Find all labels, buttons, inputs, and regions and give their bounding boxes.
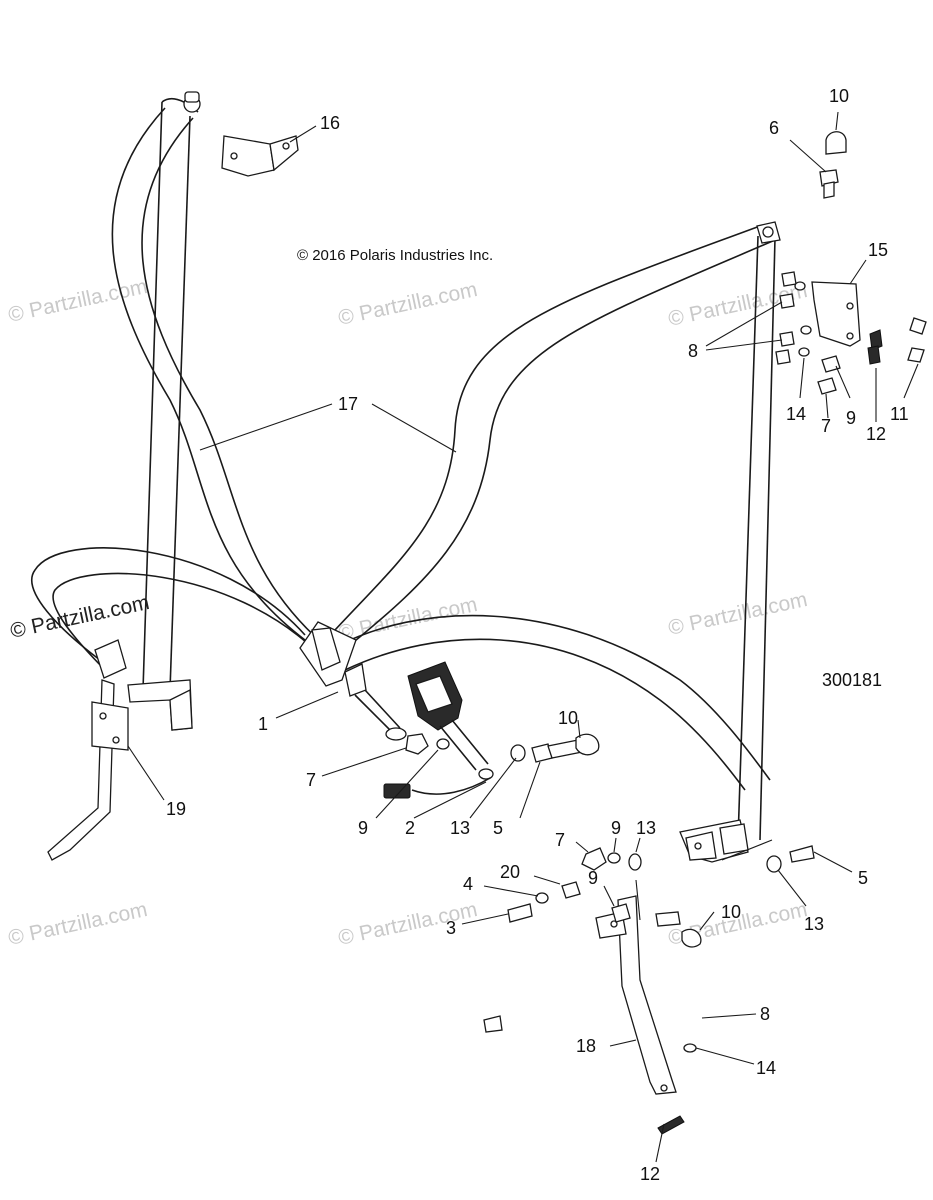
left-retractor (127, 679, 193, 731)
upper-right-hardware (819, 131, 847, 199)
callout-5: 5 (493, 818, 503, 838)
callout-10: 10 (721, 902, 741, 922)
callout-15: 15 (868, 240, 888, 260)
right-pillar-belt (737, 235, 776, 841)
reference-number: 300181 (822, 670, 882, 690)
right-shoulder-belt (334, 225, 776, 646)
watermark-text: © Partzilla.com (336, 278, 479, 330)
callout-19: 19 (166, 799, 186, 819)
callout-10: 10 (829, 86, 849, 106)
callout-14: 14 (786, 404, 806, 424)
callout-10: 10 (558, 708, 578, 728)
callout-1: 1 (258, 714, 268, 734)
callout-9: 9 (846, 408, 856, 428)
part-15-bracket-cluster (775, 271, 927, 395)
callout-16: 16 (320, 113, 340, 133)
callout-13: 13 (636, 818, 656, 838)
part-2-buckle (383, 661, 494, 799)
right-retractor (679, 819, 749, 863)
callout-9: 9 (611, 818, 621, 838)
callout-11: 11 (890, 404, 909, 424)
callout-5: 5 (858, 868, 868, 888)
callout-13: 13 (804, 914, 824, 934)
watermark-text-dark: © Partzilla.com (8, 591, 151, 643)
right-top-guide (756, 221, 781, 244)
callout-9: 9 (358, 818, 368, 838)
callout-13: 13 (450, 818, 470, 838)
callout-8: 8 (760, 1004, 770, 1024)
lower-hardware (483, 845, 815, 1135)
left-top-anchor (183, 91, 201, 113)
watermark-text: © Partzilla.com (6, 275, 149, 327)
watermark-text: © Partzilla.com (666, 588, 809, 640)
callout-12: 12 (640, 1164, 660, 1184)
part-19-left-bracket (47, 679, 129, 861)
callout-20: 20 (500, 862, 520, 882)
lap-belt (31, 547, 771, 791)
callout-7: 7 (821, 416, 831, 436)
callout-labels: 16 10 6 15 8 14 9 11 7 12 17 1 7 9 2 13 … (166, 86, 909, 1184)
callout-9: 9 (588, 868, 598, 888)
callout-2: 2 (405, 818, 415, 838)
callout-7: 7 (306, 770, 316, 790)
part-16-bracket (221, 135, 299, 177)
callout-7: 7 (555, 830, 565, 850)
buckle-hardware (405, 733, 600, 763)
callout-12: 12 (866, 424, 886, 444)
callout-17: 17 (338, 394, 358, 414)
callout-6: 6 (769, 118, 779, 138)
left-shoulder-belt (111, 107, 331, 651)
callout-3: 3 (446, 918, 456, 938)
part-1-latch (299, 621, 407, 741)
callout-4: 4 (463, 874, 473, 894)
callout-18: 18 (576, 1036, 596, 1056)
callout-14: 14 (756, 1058, 776, 1078)
copyright-text: © 2016 Polaris Industries Inc. (297, 247, 493, 264)
leader-lines (127, 111, 919, 1163)
callout-8: 8 (688, 341, 698, 361)
watermark-text: © Partzilla.com (336, 898, 479, 950)
watermark-text: © Partzilla.com (6, 898, 149, 950)
